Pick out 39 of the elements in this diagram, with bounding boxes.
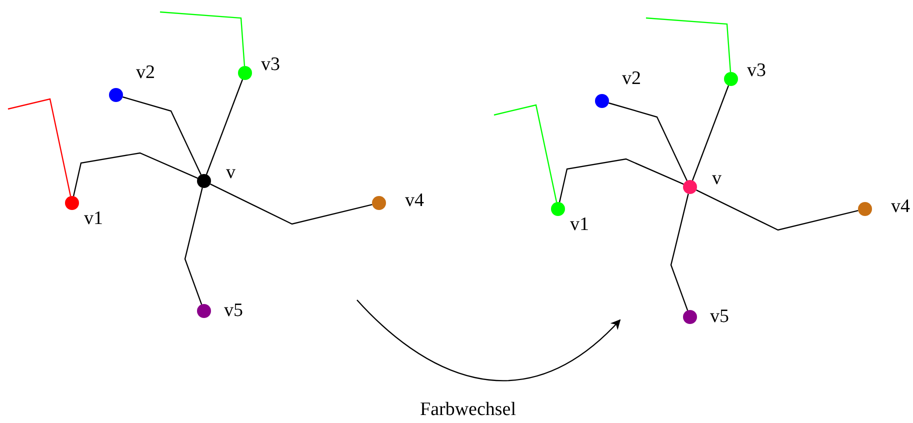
edge-line [210,184,372,225]
vertex-dot [372,196,386,210]
vertex-label: v3 [747,61,766,80]
edge-line [72,152,198,196]
dangling-line [8,98,72,196]
dangling-line [160,11,246,66]
vertex-dot [724,72,738,86]
vertex-label: v1 [84,209,103,228]
vertex-dot [65,196,79,210]
caption-text: Farbwechsel [420,400,516,419]
vertex-dot [858,202,872,216]
edge-line [608,102,688,181]
edge-line [692,85,730,181]
edge-line [558,158,684,202]
vertex-label: v2 [136,63,155,82]
vertex-label: v4 [891,197,910,216]
vertex-dot [595,94,609,108]
dangling-line [646,17,732,72]
edge-line [670,194,689,311]
vertex-label: v [712,169,722,188]
edge-line [122,96,202,175]
vertex-dot [683,180,697,194]
vertex-label: v4 [405,191,424,210]
vertex-dot [238,66,252,80]
vertex-label: v5 [710,307,729,326]
vertex-label: v [226,163,236,182]
vertex-dot [197,304,211,318]
edge-line [206,79,244,175]
vertex-dot [109,88,123,102]
vertex-label: v3 [261,55,280,74]
vertex-dot [683,310,697,324]
vertex-label: v1 [570,215,589,234]
vertex-dot [197,174,211,188]
edge-line [696,190,858,231]
vertex-label: v2 [622,69,641,88]
edge-line [184,188,203,305]
vertex-dot [551,202,565,216]
dangling-line [494,104,558,202]
vertex-label: v5 [224,301,243,320]
